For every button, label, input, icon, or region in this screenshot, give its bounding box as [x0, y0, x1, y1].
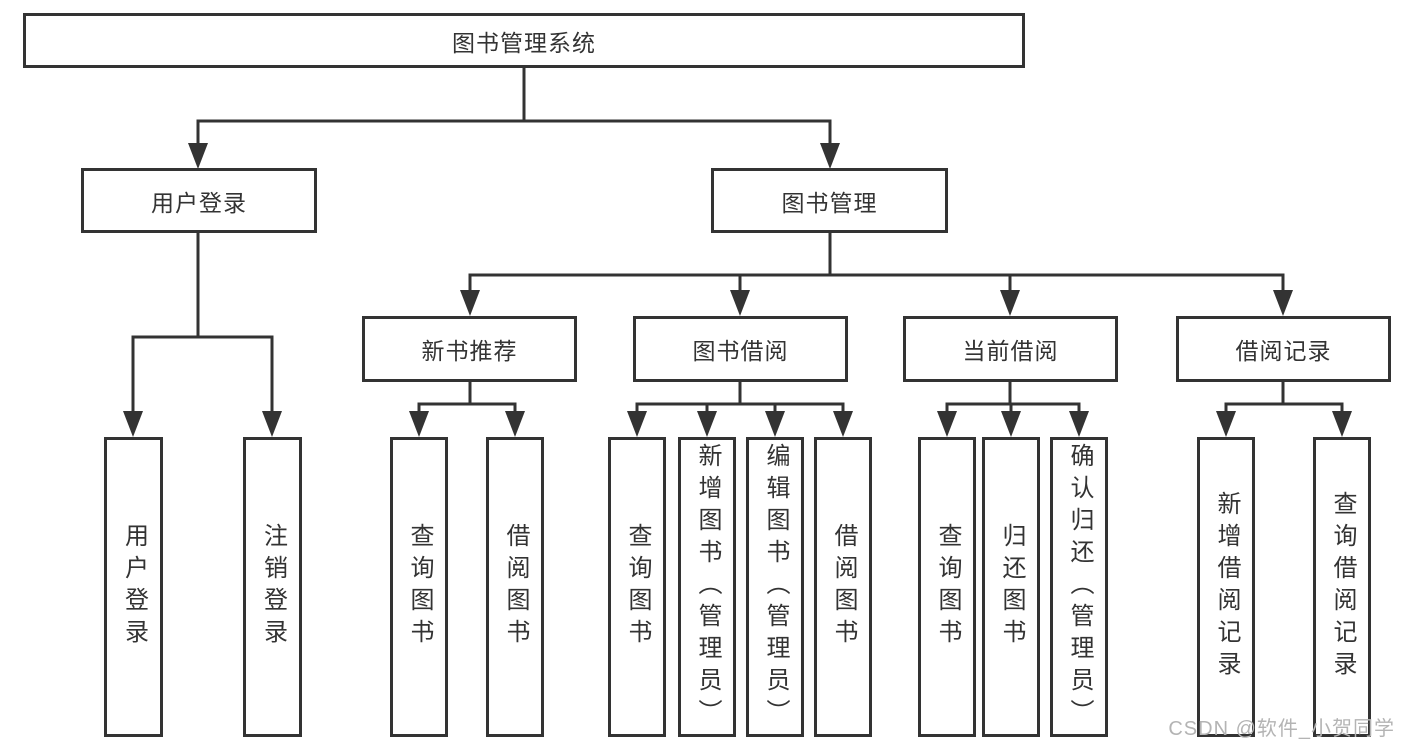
leaf-borrowing-borrow-books: 借阅图书 [814, 437, 872, 737]
node-label: 新增图书（管理员） [694, 443, 721, 731]
leaf-query-borrow-record: 查询借阅记录 [1313, 437, 1371, 737]
node-label: 确认归还（管理员） [1066, 443, 1093, 731]
node-label: 查询图书 [934, 523, 961, 651]
node-label: 新增借阅记录 [1213, 491, 1240, 683]
node-label: 用户登录 [120, 523, 148, 651]
node-label: 图书借阅 [692, 338, 789, 364]
node-label: 借阅图书 [502, 523, 529, 651]
node-label: 查询图书 [624, 523, 651, 651]
node-label: 查询借阅记录 [1329, 491, 1356, 683]
leaf-recommend-query-books: 查询图书 [390, 437, 448, 737]
node-label: 注销登录 [259, 523, 287, 651]
node-label: 图书管理 [781, 189, 878, 216]
node-new-book-recommend: 新书推荐 [362, 316, 577, 382]
leaf-logout: 注销登录 [243, 437, 302, 737]
leaf-add-borrow-record: 新增借阅记录 [1197, 437, 1255, 737]
node-book-management: 图书管理 [711, 168, 948, 233]
csdn-watermark: CSDN @软件_小贺同学 [1168, 718, 1395, 740]
node-label: 用户登录 [151, 189, 247, 216]
node-borrowing-records: 借阅记录 [1176, 316, 1391, 382]
node-user-login: 用户登录 [81, 168, 317, 233]
node-book-borrowing: 图书借阅 [633, 316, 848, 382]
node-label: 当前借阅 [962, 338, 1059, 364]
node-label: 借阅记录 [1235, 338, 1332, 364]
node-label: 借阅图书 [830, 523, 857, 651]
node-label: 归还图书 [998, 523, 1025, 651]
leaf-recommend-borrow-books: 借阅图书 [486, 437, 544, 737]
node-label: 编辑图书（管理员） [762, 443, 789, 731]
leaf-edit-books-admin: 编辑图书（管理员） [746, 437, 804, 737]
node-current-borrowing: 当前借阅 [903, 316, 1118, 382]
node-library-system: 图书管理系统 [23, 13, 1025, 68]
node-label: 新书推荐 [421, 338, 518, 364]
leaf-current-query-books: 查询图书 [918, 437, 976, 737]
node-label: 查询图书 [406, 523, 433, 651]
node-label: 图书管理系统 [452, 29, 596, 56]
leaf-return-books: 归还图书 [982, 437, 1040, 737]
leaf-borrowing-query-books: 查询图书 [608, 437, 666, 737]
leaf-add-books-admin: 新增图书（管理员） [678, 437, 736, 737]
leaf-user-login: 用户登录 [104, 437, 163, 737]
leaf-confirm-return-admin: 确认归还（管理员） [1050, 437, 1108, 737]
